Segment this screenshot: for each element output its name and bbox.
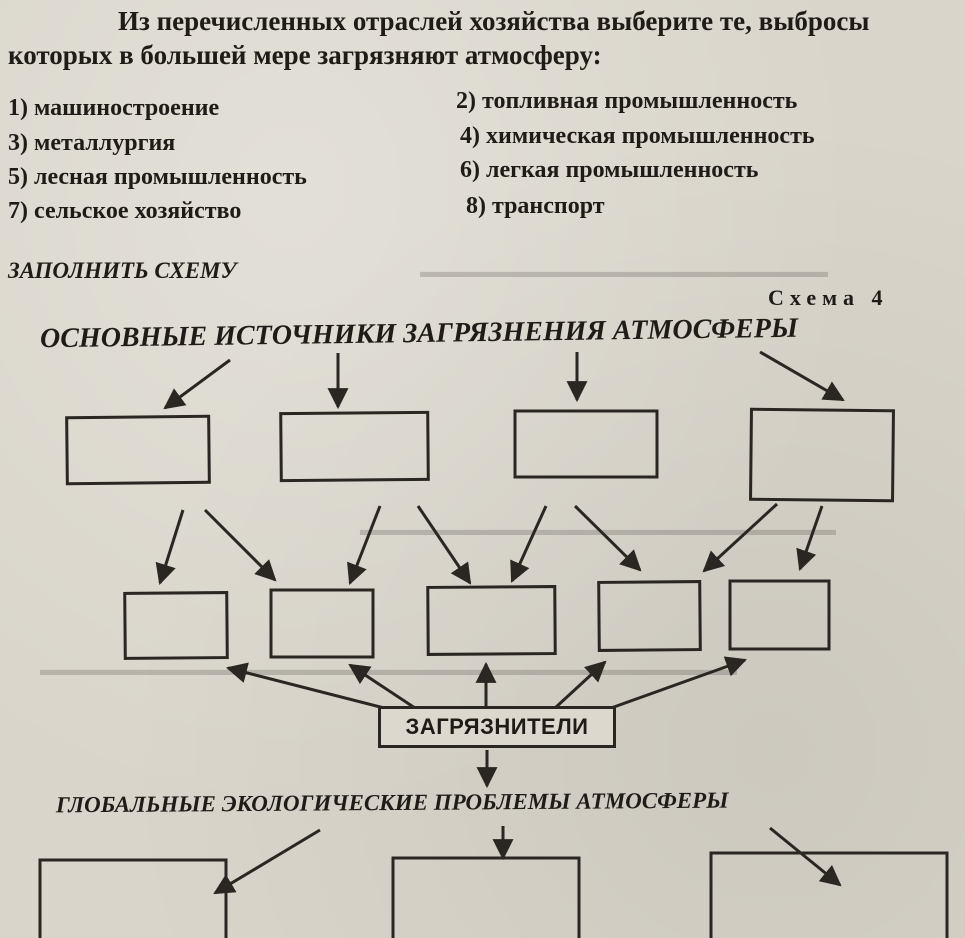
question-line-1: Из перечисленных отраслей хозяйства выбе…	[118, 6, 870, 36]
option-8: 8) транспорт	[466, 193, 605, 219]
arrow-title-to-problem-1	[213, 828, 321, 895]
option-1: 1) машиностроение	[8, 95, 220, 121]
source-box-3[interactable]	[513, 409, 659, 479]
arrow-center-to-p5	[599, 656, 747, 714]
arrow-s2-to-p2	[347, 505, 382, 585]
question-line-2: которых в большей мере загрязняют атмосф…	[8, 40, 602, 70]
diagram-bottom-title: ГЛОБАЛЬНЫЕ ЭКОЛОГИЧЕСКИЕ ПРОБЛЕМЫ АТМОСФ…	[55, 787, 729, 818]
option-3: 3) металлургия	[8, 130, 176, 156]
problem-box-3[interactable]	[709, 851, 949, 938]
source-box-1[interactable]	[65, 414, 211, 486]
option-5: 5) лесная промышленность	[8, 164, 307, 190]
arrow-center-to-p2	[348, 663, 416, 710]
arrow-title-to-source-1	[163, 358, 231, 410]
bleed-through-text: ▬▬▬▬▬▬▬▬▬▬▬▬▬▬▬▬▬▬▬▬▬▬▬▬	[420, 262, 828, 281]
option-6: 6) легкая промышленность	[460, 157, 759, 183]
source-box-4[interactable]	[749, 407, 895, 503]
problem-box-2[interactable]	[391, 856, 581, 938]
problem-box-1[interactable]	[38, 858, 228, 938]
pollutant-box-2[interactable]	[269, 588, 375, 659]
pollutant-box-4[interactable]	[597, 580, 702, 652]
arrow-s1-to-p2	[203, 508, 277, 582]
arrow-title-to-problem-3	[769, 826, 842, 887]
arrow-center-to-p1	[225, 662, 401, 714]
question-text: Из перечисленных отраслей хозяйства выбе…	[8, 4, 958, 72]
arrow-s2-to-p3	[416, 505, 472, 585]
arrow-s1-to-p1	[155, 509, 185, 586]
source-box-2[interactable]	[279, 410, 430, 483]
pollutant-box-5[interactable]	[728, 579, 831, 651]
option-2: 2) топливная промышленность	[456, 88, 798, 114]
task-label: ЗАПОЛНИТЬ СХЕМУ	[8, 258, 237, 283]
arrow-s3-to-p3	[510, 505, 548, 583]
arrow-center-to-p4	[553, 660, 607, 710]
arrow-title-to-source-4	[759, 350, 845, 402]
option-4: 4) химическая промышленность	[460, 123, 815, 149]
pollutant-box-1[interactable]	[123, 591, 229, 660]
pollutants-label: ЗАГРЯЗНИТЕЛИ	[378, 706, 616, 748]
pollutant-box-3[interactable]	[426, 585, 557, 656]
scheme-number: Схема 4	[768, 285, 889, 310]
arrow-s3-to-p4	[573, 504, 642, 572]
arrow-s4-to-p5	[796, 505, 824, 571]
bleed-through-text: ▬▬▬▬▬▬▬▬▬▬▬▬▬▬▬▬▬▬▬▬▬▬▬▬▬▬▬▬▬▬▬▬▬▬▬▬▬▬▬▬…	[40, 660, 737, 679]
arrow-s4-to-p4	[702, 502, 779, 573]
option-7: 7) сельское хозяйство	[8, 198, 242, 224]
